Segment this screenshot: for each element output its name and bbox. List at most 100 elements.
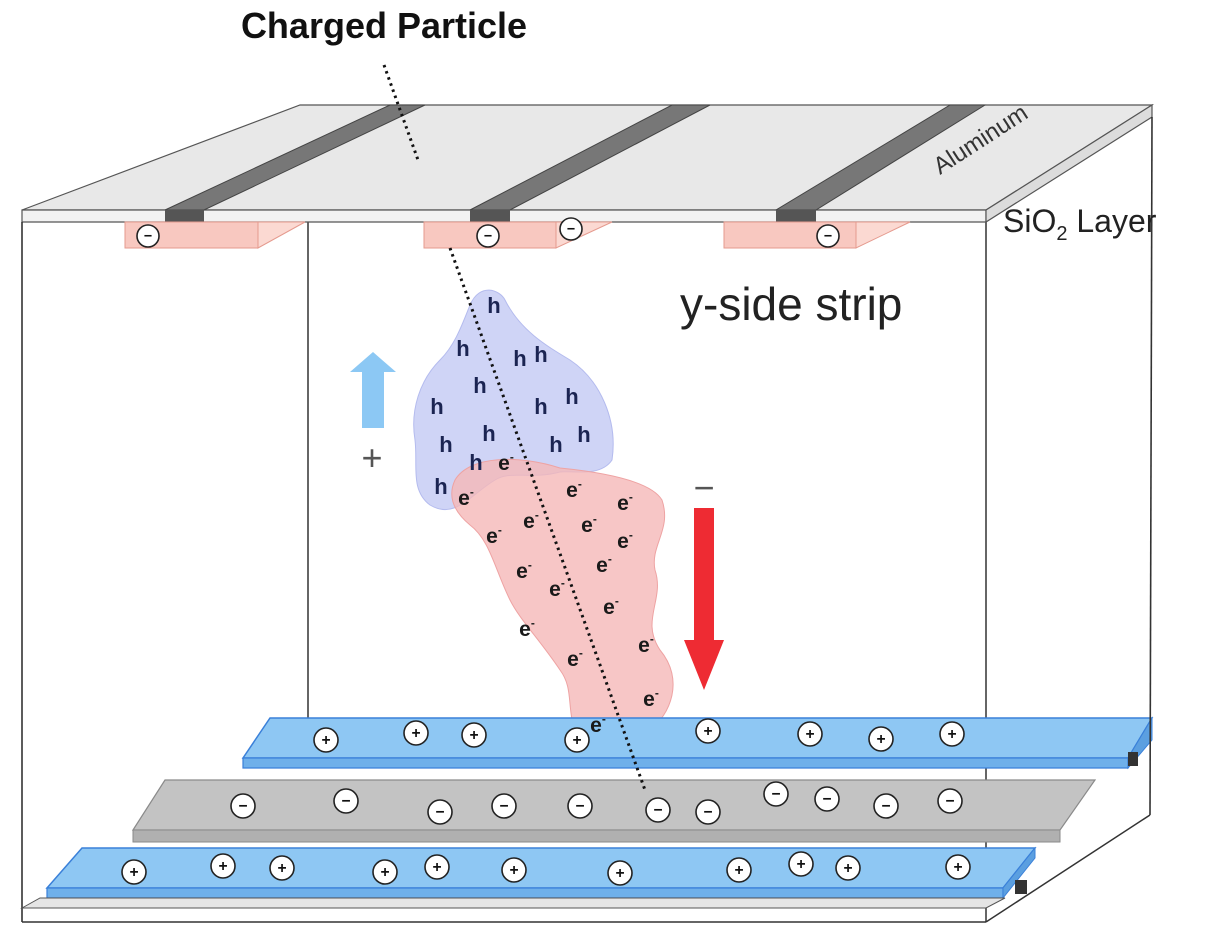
positive-charge: + bbox=[868, 726, 894, 752]
hole-carrier: h bbox=[434, 474, 447, 499]
hole-carrier: h bbox=[469, 450, 482, 475]
electron-carrier: e- bbox=[519, 616, 535, 641]
hole-carrier: h bbox=[439, 432, 452, 457]
svg-text:+: + bbox=[615, 865, 624, 882]
positive-charge: + bbox=[121, 859, 147, 885]
svg-text:+: + bbox=[411, 725, 420, 742]
positive-charge: + bbox=[726, 857, 752, 883]
hole-carrier: h bbox=[577, 422, 590, 447]
hole-carrier: h bbox=[456, 336, 469, 361]
svg-text:−: − bbox=[238, 798, 247, 815]
hole-carrier: h bbox=[534, 394, 547, 419]
positive-charge: + bbox=[269, 855, 295, 881]
positive-charge: + bbox=[788, 851, 814, 877]
sio2-suffix: Layer bbox=[1067, 203, 1156, 239]
positive-charge: + bbox=[403, 720, 429, 746]
positive-charge: + bbox=[797, 721, 823, 747]
positive-charge: + bbox=[501, 857, 527, 883]
bottom-strips bbox=[45, 716, 1154, 900]
svg-text:−: − bbox=[653, 802, 662, 819]
svg-text:−: − bbox=[881, 798, 890, 815]
hole-carrier: h bbox=[473, 373, 486, 398]
svg-text:+: + bbox=[703, 723, 712, 740]
svg-text:+: + bbox=[469, 727, 478, 744]
aluminum-strips bbox=[164, 104, 987, 222]
positive-charge: + bbox=[695, 718, 721, 744]
positive-charge: + bbox=[939, 721, 965, 747]
svg-text:−: − bbox=[435, 804, 444, 821]
negative-charge: − bbox=[427, 799, 453, 825]
negative-charge: − bbox=[873, 793, 899, 819]
plus-polarity-label: + bbox=[361, 437, 382, 478]
svg-text:+: + bbox=[796, 856, 805, 873]
negative-charge: − bbox=[937, 788, 963, 814]
svg-text:−: − bbox=[822, 791, 831, 808]
svg-text:+: + bbox=[953, 859, 962, 876]
svg-text:+: + bbox=[734, 862, 743, 879]
electron-cloud bbox=[451, 458, 674, 749]
hole-drift-arrow bbox=[350, 352, 396, 428]
svg-text:+: + bbox=[843, 860, 852, 877]
negative-charge: − bbox=[230, 793, 256, 819]
blue-strip-front bbox=[45, 847, 1037, 889]
hole-carrier: h bbox=[549, 432, 562, 457]
hole-carrier: h bbox=[513, 346, 526, 371]
hole-carrier: h bbox=[565, 384, 578, 409]
negative-charge: − bbox=[559, 217, 583, 241]
detector-frame-front bbox=[20, 116, 1153, 923]
implant-regions bbox=[124, 221, 911, 249]
negative-charge: − bbox=[491, 793, 517, 819]
positive-charge: + bbox=[835, 855, 861, 881]
positive-charge: + bbox=[607, 860, 633, 886]
svg-text:+: + bbox=[572, 732, 581, 749]
negative-charge: − bbox=[333, 788, 359, 814]
negative-charge: − bbox=[645, 797, 671, 823]
svg-text:−: − bbox=[575, 798, 584, 815]
hole-carrier: h bbox=[482, 421, 495, 446]
hole-carrier: h bbox=[430, 394, 443, 419]
positive-charge: + bbox=[564, 727, 590, 753]
svg-text:+: + bbox=[129, 864, 138, 881]
fixed-charges: − − − − + + + + + + + + − − − − − − − − − − − + + + + + + + + + + + bbox=[121, 217, 971, 886]
svg-text:−: − bbox=[771, 786, 780, 803]
minus-polarity-label: − bbox=[693, 467, 714, 508]
y-side-strip-label: y-side strip bbox=[680, 278, 902, 330]
positive-charge: + bbox=[945, 854, 971, 880]
sio2-layer-label: SiO2 Layer bbox=[1003, 203, 1157, 245]
svg-text:−: − bbox=[341, 793, 350, 810]
negative-charge: − bbox=[476, 224, 500, 248]
svg-text:+: + bbox=[947, 726, 956, 743]
svg-text:−: − bbox=[144, 229, 152, 245]
svg-text:−: − bbox=[567, 222, 575, 238]
negative-charge: − bbox=[695, 799, 721, 825]
positive-charge: + bbox=[210, 853, 236, 879]
negative-charge: − bbox=[814, 786, 840, 812]
svg-text:+: + bbox=[277, 860, 286, 877]
positive-charge: + bbox=[313, 727, 339, 753]
positive-charge: + bbox=[461, 722, 487, 748]
svg-text:−: − bbox=[945, 793, 954, 810]
electron-drift-arrow bbox=[684, 508, 724, 690]
svg-text:+: + bbox=[432, 859, 441, 876]
svg-text:+: + bbox=[876, 731, 885, 748]
positive-charge: + bbox=[372, 859, 398, 885]
svg-text:+: + bbox=[805, 726, 814, 743]
negative-charge: − bbox=[763, 781, 789, 807]
svg-text:+: + bbox=[321, 732, 330, 749]
svg-text:−: − bbox=[703, 804, 712, 821]
title-label: Charged Particle bbox=[241, 5, 527, 46]
svg-text:+: + bbox=[380, 864, 389, 881]
svg-text:+: + bbox=[218, 858, 227, 875]
hole-carrier: h bbox=[487, 293, 500, 318]
sio2-subscript: 2 bbox=[1056, 223, 1067, 245]
negative-charge: − bbox=[136, 224, 160, 248]
hole-carrier: h bbox=[534, 342, 547, 367]
svg-text:−: − bbox=[499, 798, 508, 815]
particle-track bbox=[382, 64, 647, 791]
svg-text:−: − bbox=[824, 229, 832, 245]
sio2-prefix: SiO bbox=[1003, 203, 1056, 239]
negative-charge: − bbox=[816, 224, 840, 248]
